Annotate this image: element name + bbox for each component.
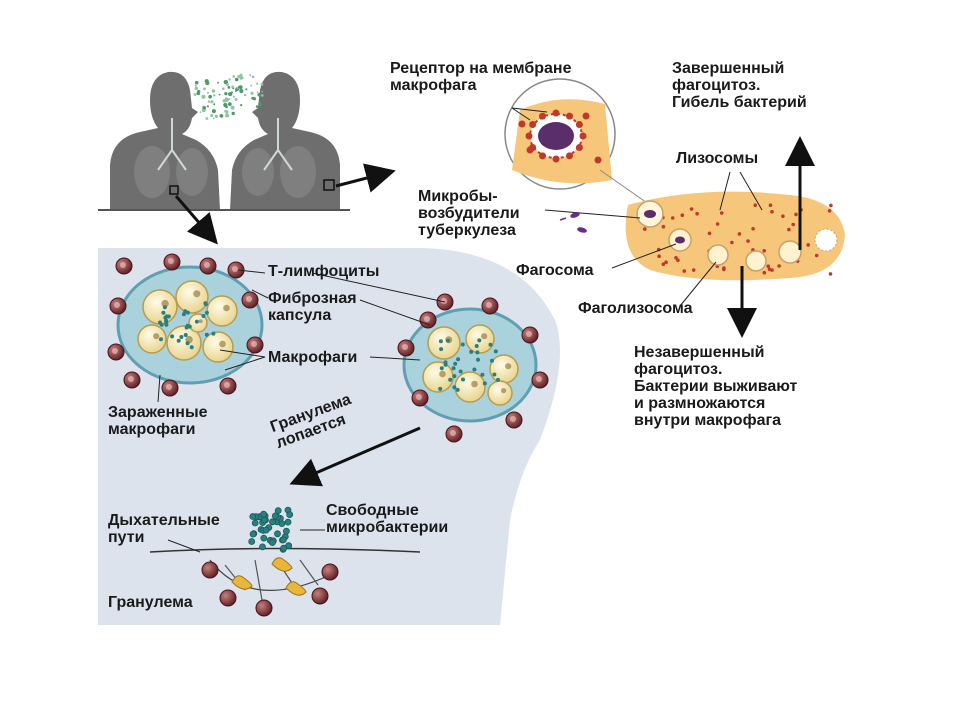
- macrophage-cell-2: [206, 295, 238, 327]
- airway-macrophage-2: [271, 557, 293, 572]
- phagosome-label: Фагосома: [516, 262, 594, 279]
- macrophage-cell-3: [137, 324, 167, 354]
- left-panel-pointer-lines: [157, 269, 446, 553]
- t-lymphocytes-group: [107, 253, 549, 443]
- macrophage-cell-4: [166, 325, 202, 361]
- lysosomes-label: Лизосомы: [676, 150, 759, 167]
- macrophage-cell-4: [454, 371, 486, 403]
- right-person-silhouette: [230, 71, 340, 211]
- granuloma-right: [402, 307, 538, 423]
- zoom-marker-left: [169, 185, 179, 195]
- tb-microbes: [559, 212, 587, 233]
- granuloma-label: Гранулема: [108, 594, 193, 611]
- receptor-magnified-view: [504, 78, 651, 206]
- free-bacteria-cluster: [248, 506, 294, 553]
- aerosol-droplets: [193, 73, 264, 120]
- macrophages-label: Макрофаги: [268, 349, 358, 366]
- macrophage-cell-3: [422, 361, 454, 393]
- left-person-silhouette: [110, 71, 220, 211]
- arrow-to-lung-tissue: [174, 195, 218, 245]
- airway-granuloma: [149, 506, 421, 617]
- granuloma-left: [116, 265, 264, 385]
- airway-lymphocyte-3: [311, 587, 329, 605]
- airway-macrophage-0: [231, 575, 253, 590]
- airway-macrophage-1: [285, 581, 307, 596]
- phagolysosome-label: Фаголизосома: [578, 300, 693, 317]
- macrophage-cell-1: [175, 280, 209, 314]
- macrophage-cell-0: [427, 326, 461, 360]
- zoom-marker-right: [323, 179, 335, 191]
- t-lymphocytes-label: Т-лимфоциты: [268, 263, 380, 280]
- airway-lymphocyte-0: [201, 561, 219, 579]
- granuloma-burst-arrow: [289, 426, 421, 487]
- airway-lymphocyte-1: [219, 589, 237, 607]
- macrophage-cell-0: [142, 289, 178, 325]
- macrophage-cell-2: [489, 354, 519, 384]
- macrophage-pointer-lines: [511, 107, 763, 307]
- macrophage-cell: [625, 191, 845, 281]
- macrophage-cell-5: [487, 380, 513, 406]
- airway-lymphocyte-2: [255, 599, 273, 617]
- people-illustration: [98, 60, 350, 212]
- macrophage-cell-5: [202, 331, 234, 363]
- arrow-to-macrophage: [335, 163, 396, 193]
- airway-lymphocyte-4: [321, 563, 339, 581]
